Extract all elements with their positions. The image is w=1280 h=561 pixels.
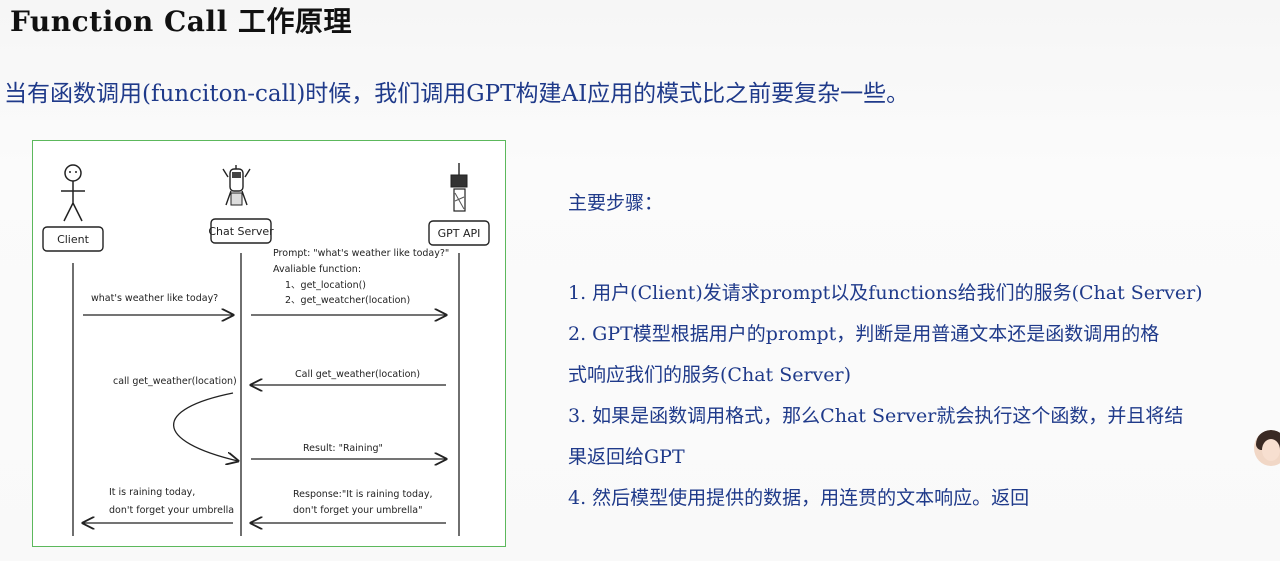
response-line-2: don't forget your umbrella" <box>293 505 422 516</box>
step-3-line-1: 3. 如果是函数调用格式，那么Chat Server就会执行这个函数，并且将结 <box>568 405 1184 427</box>
prompt-line-3: 1、get_location() <box>285 280 366 291</box>
sequence-diagram: Client Chat Server GPT API Prompt: "what… <box>32 140 506 547</box>
step-2-line-1: 2. GPT模型根据用户的prompt，判断是用普通文本还是函数调用的格 <box>568 323 1160 345</box>
step-4: 4. 然后模型使用提供的数据，用连贯的文本响应。返回 <box>568 487 1030 509</box>
step-3-line-2: 果返回给GPT <box>568 446 685 468</box>
prompt-line-2: Avaliable function: <box>273 264 361 275</box>
final-line-1: It is raining today, <box>109 487 195 498</box>
client-label: Client <box>57 233 90 246</box>
gpt-call-label: Call get_weather(location) <box>295 369 420 380</box>
gpt-api-label: GPT API <box>438 227 481 240</box>
presenter-avatar <box>1254 430 1280 466</box>
chat-server-robot <box>222 165 251 206</box>
prompt-line-4: 2、get_weatcher(location) <box>285 295 410 306</box>
sequence-diagram-svg: Client Chat Server GPT API Prompt: "what… <box>42 163 490 536</box>
steps-section: 主要步骤： 1. 用户(Client)发请求prompt以及functions给… <box>568 188 1268 519</box>
avatar-face <box>1262 439 1280 461</box>
page-title: Function Call 工作原理 <box>10 5 352 38</box>
response-line-1: Response:"It is raining today, <box>293 489 432 500</box>
step-1: 1. 用户(Client)发请求prompt以及functions给我们的服务(… <box>568 282 1203 304</box>
self-call-arrow <box>173 392 238 461</box>
prompt-line-1: Prompt: "what's weather like today?" <box>273 248 449 259</box>
client-figure <box>61 164 85 222</box>
final-line-2: don't forget your umbrella <box>109 505 234 516</box>
chat-server-box <box>210 218 272 244</box>
step-2-line-2: 式响应我们的服务(Chat Server) <box>568 364 852 386</box>
client-box <box>42 226 104 252</box>
result-label: Result: "Raining" <box>303 443 383 454</box>
gpt-robot <box>450 163 468 212</box>
gpt-api-box <box>428 220 490 246</box>
chat-server-label: Chat Server <box>208 225 274 238</box>
steps-title: 主要步骤： <box>568 192 664 214</box>
client-query-label: what's weather like today? <box>91 293 218 304</box>
self-call-label: call get_weather(location) <box>113 376 237 387</box>
page-subtitle: 当有函数调用(funciton-call)时候，我们调用GPT构建AI应用的模式… <box>4 81 910 107</box>
